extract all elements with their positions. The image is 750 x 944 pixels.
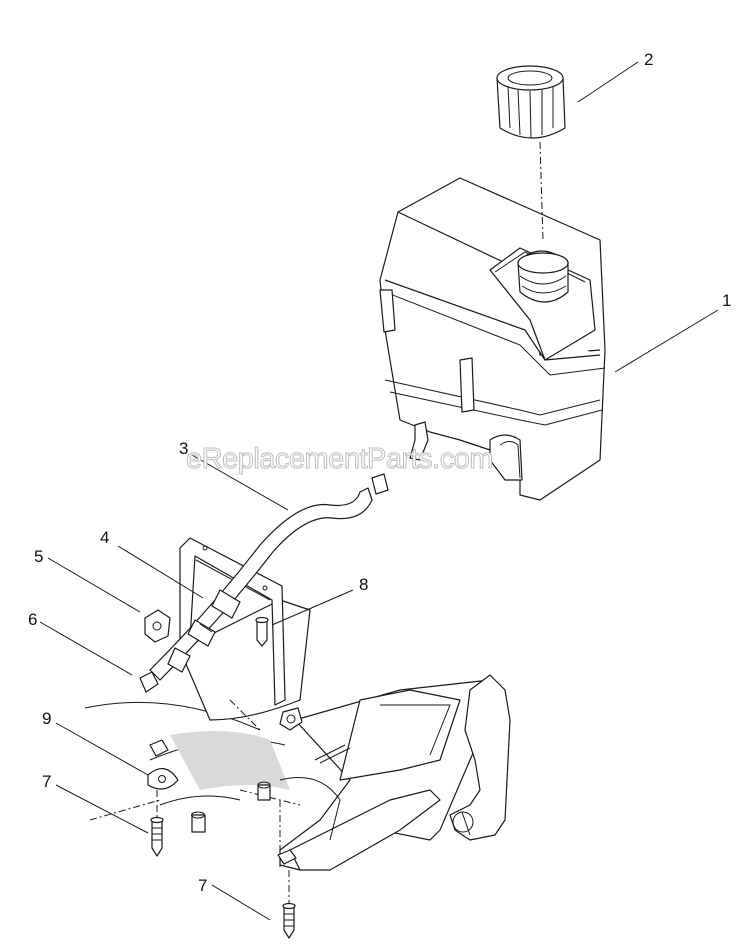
bracket-bolt — [255, 616, 269, 647]
leader-lines — [39, 61, 719, 921]
fuel-tank — [379, 177, 606, 501]
washer — [147, 739, 179, 790]
chassis-frame — [60, 599, 511, 875]
callout-clip: 5 — [34, 547, 43, 566]
callout-fuel-filter: 4 — [100, 528, 109, 547]
hose-elbow — [371, 473, 389, 495]
fuel-cap — [496, 65, 566, 139]
callout-washer: 9 — [42, 709, 51, 728]
callout-bracket: 8 — [359, 575, 368, 594]
hose-clamp — [139, 671, 159, 693]
callout-tank: 1 — [722, 291, 731, 310]
callout-bolt-bottom: 7 — [198, 876, 207, 895]
callout-cap: 2 — [644, 50, 653, 69]
fuel-line — [149, 487, 373, 681]
callout-fuel-line: 3 — [179, 439, 188, 458]
callout-bolt-left: 7 — [42, 772, 51, 791]
cap-centerline — [539, 141, 544, 241]
watermark-text: eReplacementParts.com — [186, 443, 493, 475]
bolt-left — [150, 816, 164, 857]
clip — [144, 609, 171, 643]
bolt-bottom — [282, 902, 296, 939]
callout-hose-clamp: 6 — [28, 610, 37, 629]
